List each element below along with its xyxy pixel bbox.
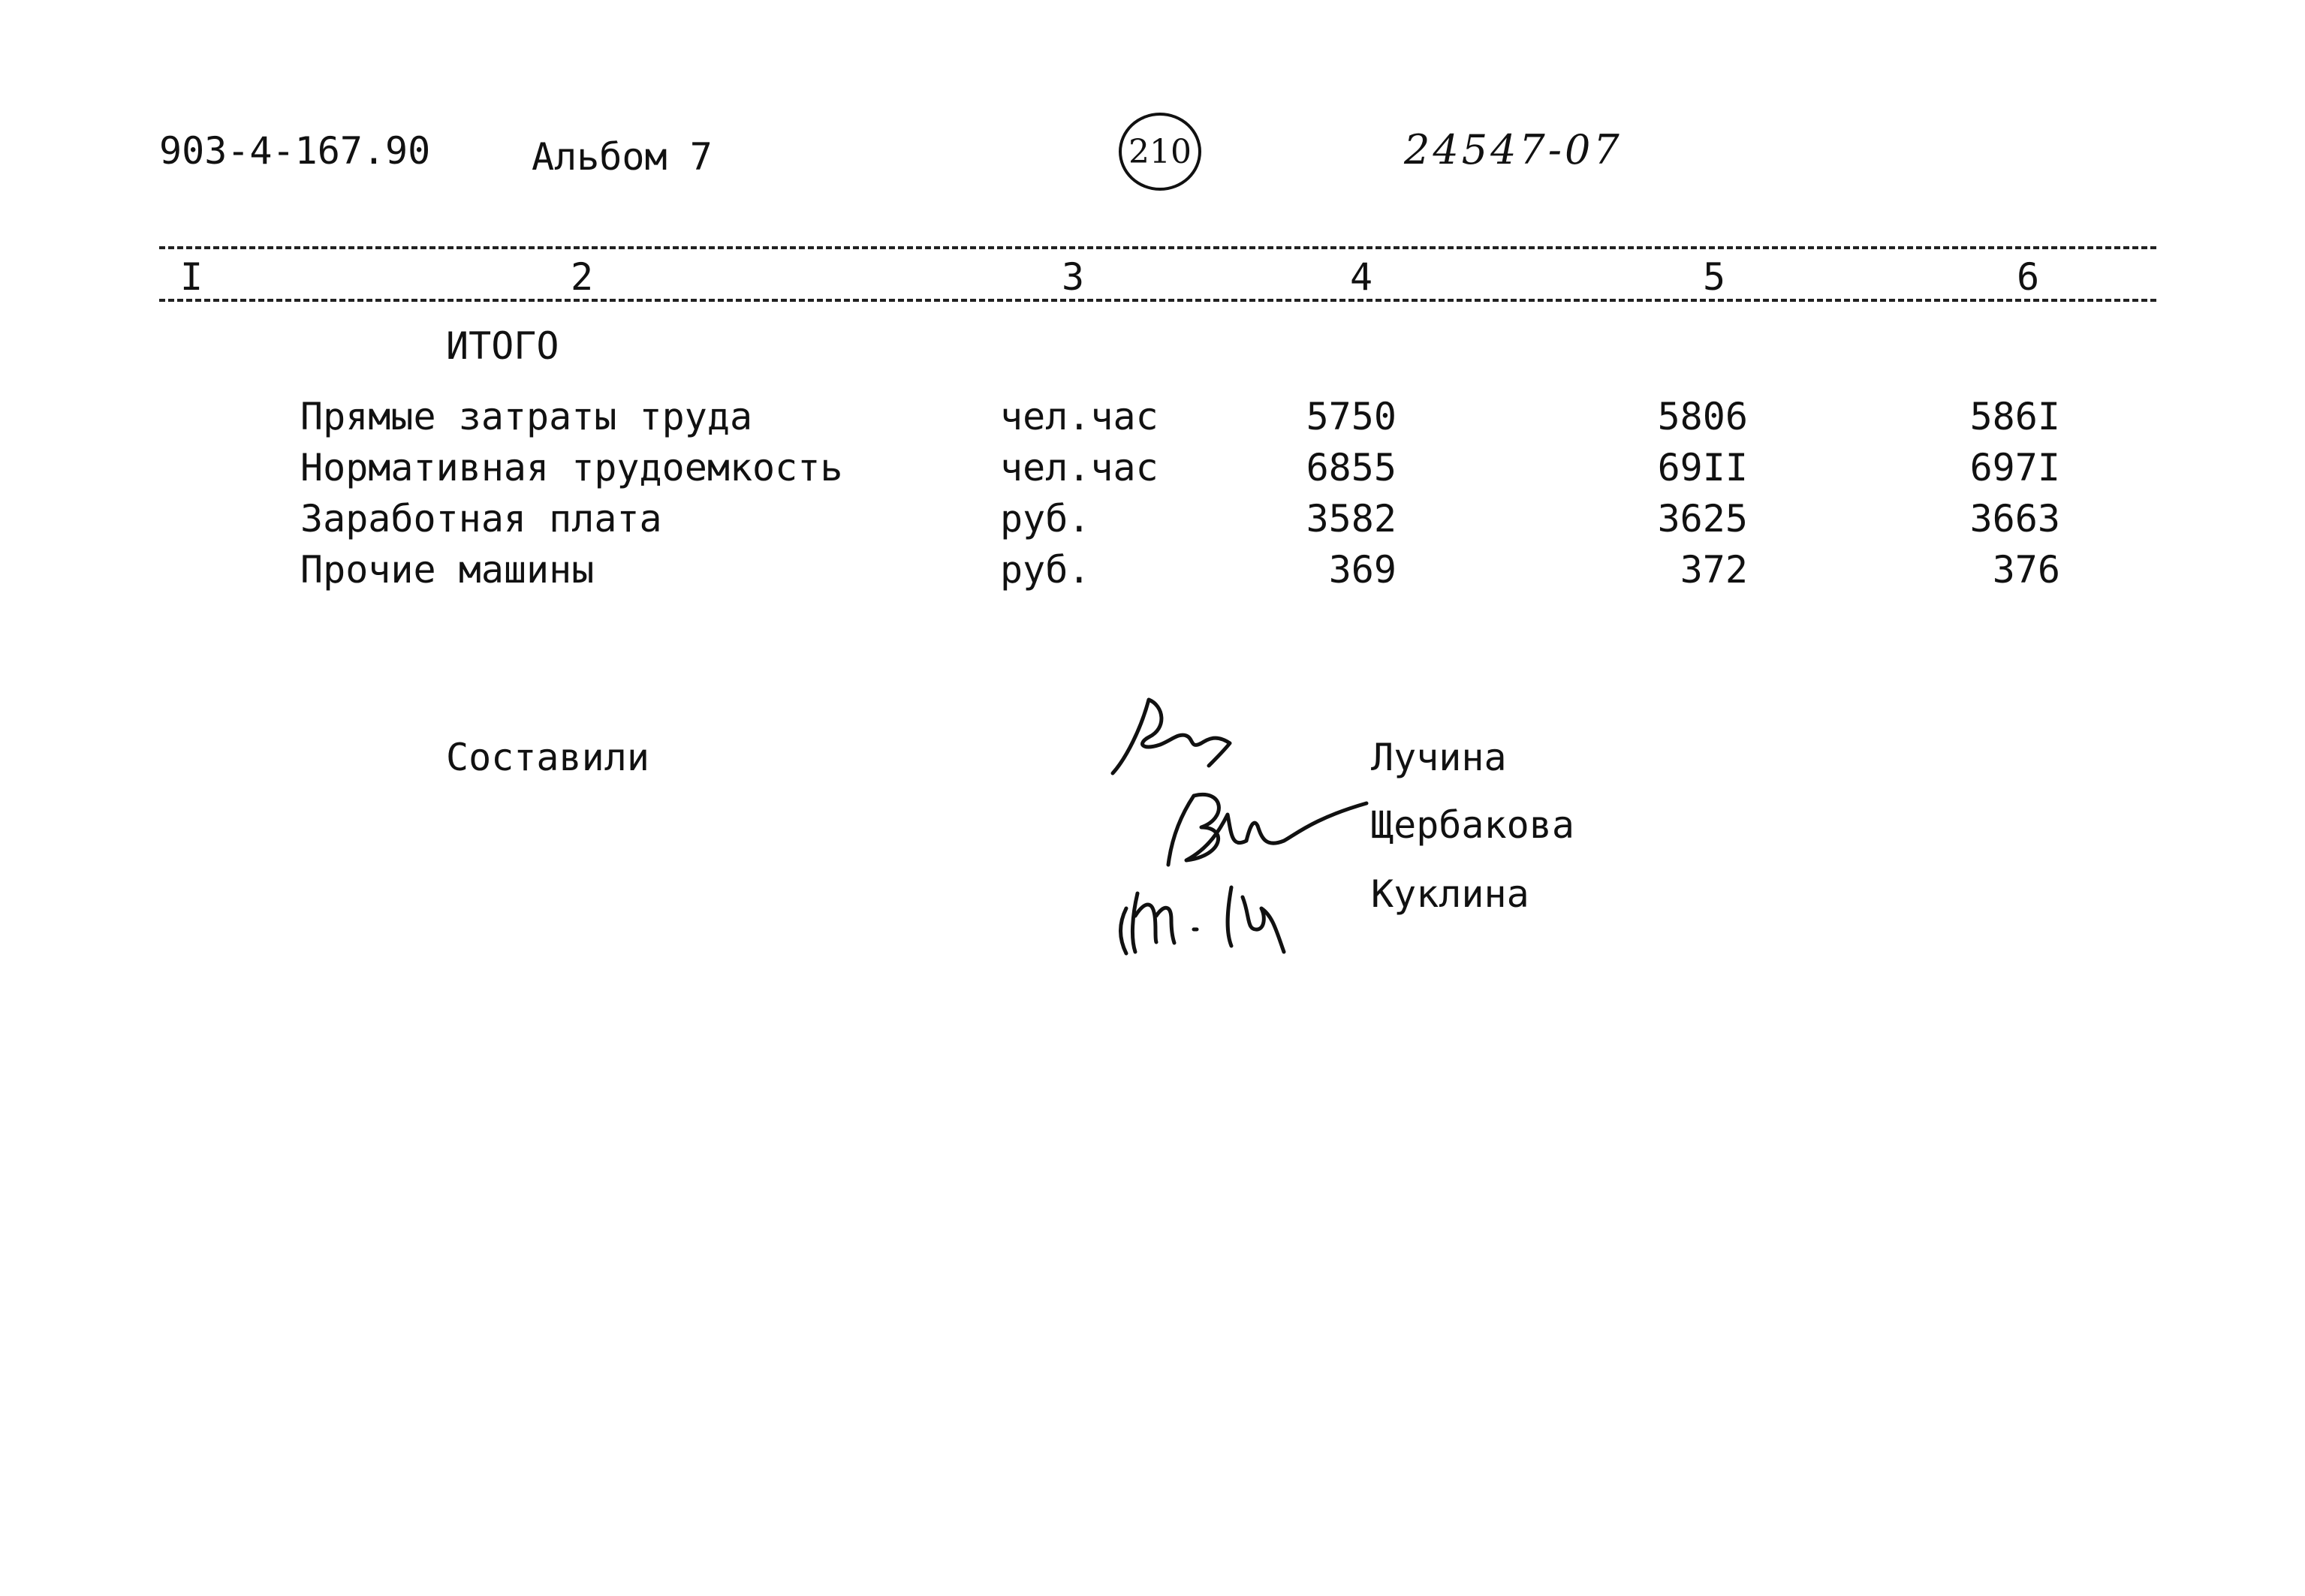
signature-stroke-1 (1110, 697, 1232, 775)
signature-stroke-2 (1166, 792, 1369, 867)
signature-stroke-3 (1119, 885, 1286, 956)
signer-name: Куклина (1371, 872, 1529, 916)
inventory-number: 24547-07 (1404, 126, 1623, 173)
table-row-label: Прочие машины (300, 548, 595, 592)
handwritten-signatures (1110, 697, 1369, 956)
table-row-label: Нормативная трудоемкость (300, 446, 843, 489)
column-number-3: 3 (1062, 255, 1085, 299)
table-row-label: Заработная плата (300, 497, 662, 541)
table-row-label: Прямые затраты труда (300, 395, 753, 438)
table-row-unit: руб. (1000, 497, 1091, 541)
table-cell-col4: 369 (1328, 548, 1397, 592)
table-cell-col6: 376 (1992, 548, 2060, 592)
album-label: Альбом 7 (532, 135, 713, 179)
table-header-bottom-rule (159, 299, 2156, 302)
table-cell-col5: 69II (1657, 446, 1748, 489)
table-cell-col4: 5750 (1306, 395, 1397, 438)
signer-name: Лучина (1371, 736, 1507, 779)
table-cell-col4: 3582 (1306, 497, 1397, 541)
table-row-unit: руб. (1000, 548, 1091, 592)
table-cell-col5: 5806 (1657, 395, 1748, 438)
column-number-2: 2 (571, 255, 594, 299)
table-row-unit: чел.час (1000, 446, 1159, 489)
signer-name: Щербакова (1371, 803, 1574, 847)
document-code: 903-4-167.90 (159, 129, 431, 173)
table-cell-col6: 697I (1969, 446, 2060, 489)
column-number-6: 6 (2017, 255, 2040, 299)
compiled-by-label: Составили (446, 736, 649, 779)
page-number-stamp: 210 (1119, 113, 1201, 191)
table-cell-col4: 6855 (1306, 446, 1397, 489)
table-row-unit: чел.час (1000, 395, 1159, 438)
column-number-5: 5 (1703, 255, 1726, 299)
page-number: 210 (1128, 132, 1192, 171)
table-cell-col5: 3625 (1657, 497, 1748, 541)
table-cell-col6: 3663 (1969, 497, 2060, 541)
table-top-rule (159, 246, 2156, 249)
table-cell-col6: 586I (1969, 395, 2060, 438)
column-number-1: I (180, 255, 203, 299)
section-title: ИТОГО (446, 324, 559, 368)
table-cell-col5: 372 (1680, 548, 1748, 592)
column-number-4: 4 (1350, 255, 1373, 299)
